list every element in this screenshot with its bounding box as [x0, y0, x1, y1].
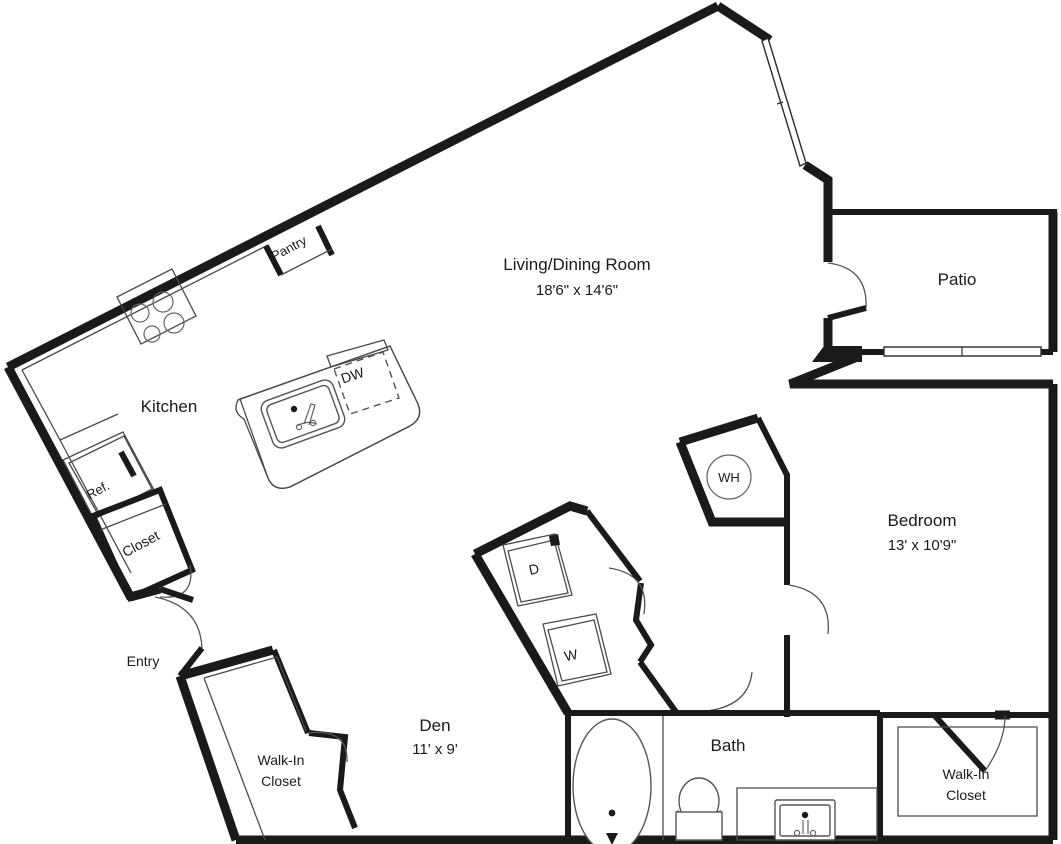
wh-wall-s	[675, 440, 787, 527]
kitchen-sink-icon	[260, 379, 346, 449]
label-bath: Bath	[711, 736, 746, 755]
wall-sw-diagonal	[175, 674, 241, 842]
walkin-left-wall-lower	[308, 730, 358, 830]
wall-nw-diagonal	[5, 1, 721, 372]
water-heater-circle	[706, 454, 752, 500]
patio-window-south	[883, 346, 1042, 357]
walkin-closet-left	[203, 648, 358, 841]
laundry-wall-nw	[472, 501, 589, 559]
wall-bedroom-north	[788, 351, 1053, 389]
dryer-marker	[549, 534, 560, 546]
wall-bath-nw	[637, 660, 679, 714]
entry-closet-area	[88, 486, 205, 678]
laundry-area	[471, 501, 655, 716]
room-labels: Living/Dining Room 18'6" x 14'6" Bedroom…	[141, 255, 977, 758]
kitchen-island	[235, 339, 421, 489]
bathtub-icon	[572, 718, 652, 844]
walkin-left-door-swing	[307, 731, 348, 763]
label-living-name: Living/Dining Room	[503, 255, 650, 274]
patio-door-swing	[827, 262, 867, 309]
label-dishwasher: DW	[339, 364, 367, 387]
label-walkin-left-line1: Walk-In	[258, 752, 305, 768]
patio-door	[827, 262, 867, 321]
entry-closet-walls	[88, 486, 196, 602]
kitchen-counter-edge	[21, 244, 269, 371]
kitchen-area	[21, 224, 421, 574]
label-water-heater: WH	[718, 470, 740, 485]
living-window-ne	[761, 37, 807, 167]
interior-partitions	[565, 522, 883, 840]
appliance-labels: Ref. DW D W WH	[84, 364, 740, 665]
wall-entry-top	[178, 645, 275, 681]
dryer-icon	[502, 533, 573, 607]
label-living-dim: 18'6" x 14'6"	[536, 282, 618, 299]
bath-fixtures	[572, 718, 878, 844]
walkin-closet-right	[880, 710, 1053, 817]
entry-door-panel	[177, 646, 205, 678]
walkin-right-door-panel	[932, 713, 988, 774]
wh-wall-ne	[755, 416, 790, 528]
label-den-name: Den	[419, 716, 450, 735]
label-patio: Patio	[938, 270, 977, 289]
bedroom-door-swing	[788, 584, 829, 635]
pantry-wall-left	[263, 244, 284, 277]
label-bedroom-dim: 13' x 10'9"	[888, 537, 957, 554]
label-dryer: D	[527, 560, 540, 578]
entry-closet-door-swing	[159, 564, 192, 598]
label-walkin-right-line1: Walk-In	[943, 766, 990, 782]
label-kitchen: Kitchen	[141, 397, 198, 416]
vanity-sink-icon	[736, 787, 878, 841]
walkin-right-door-swing	[984, 715, 1006, 772]
label-washer: W	[563, 646, 580, 665]
label-entry: Entry	[127, 653, 160, 669]
label-pantry: Pantry	[269, 232, 310, 263]
range-cooktop-icon	[116, 268, 197, 345]
dishwasher-icon	[326, 339, 400, 415]
label-walkin-right-line2: Closet	[946, 787, 986, 803]
wall-ne-upper	[715, 2, 773, 44]
label-walkin-left-line2: Closet	[261, 773, 301, 789]
pantry-cabinet	[263, 224, 335, 277]
label-refrigerator: Ref.	[84, 478, 112, 502]
bath-door-swing	[689, 671, 753, 713]
laundry-wall-sw	[471, 551, 572, 716]
water-heater-closet	[675, 413, 790, 528]
wh-wall-nw	[678, 413, 760, 447]
windows	[761, 37, 1042, 357]
patio-door-panel	[827, 305, 867, 321]
toilet-icon	[675, 777, 723, 841]
refrigerator-icon	[62, 431, 155, 520]
wall-ne-lower	[802, 161, 833, 212]
entry-closet-door-panel	[159, 586, 194, 603]
label-entry-closet: Closet	[119, 527, 162, 560]
label-bedroom-name: Bedroom	[888, 511, 957, 530]
label-den-dim: 11' x 9'	[412, 741, 458, 758]
washer-icon	[542, 613, 612, 687]
laundry-wall-ne	[584, 509, 643, 583]
entry-door-swing	[154, 596, 203, 649]
laundry-wall-e	[632, 582, 655, 664]
laundry-door-swing	[608, 567, 646, 615]
refrigerator-door-edge	[118, 450, 137, 478]
